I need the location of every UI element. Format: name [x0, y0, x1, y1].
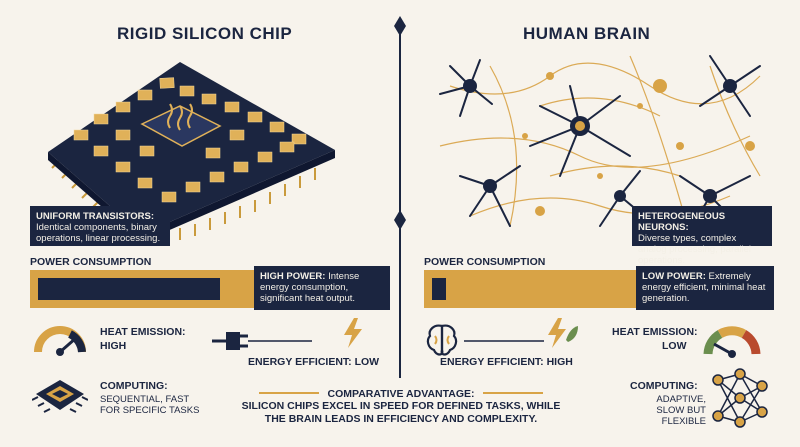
right-desc-title: HETEROGENEOUS NEURONS:: [638, 211, 726, 233]
comparative-title: COMPARATIVE ADVANTAGE:: [327, 388, 475, 400]
left-title: RIGID SILICON CHIP: [117, 24, 293, 43]
left-computing-title: COMPUTING:: [100, 380, 168, 392]
left-computing-text: SEQUENTIAL, FAST FOR SPECIFIC TASKS: [100, 394, 200, 416]
right-computing-title: COMPUTING:: [630, 380, 698, 392]
center-divider: [394, 16, 406, 432]
comparative-advantage-box: COMPARATIVE ADVANTAGE: SILICON CHIPS EXC…: [232, 378, 570, 434]
left-heat-gauge-icon: [34, 326, 86, 356]
brain-icon: [426, 324, 458, 356]
leaf-lightning-icon: [548, 318, 578, 348]
comparative-title-wrap: COMPARATIVE ADVANTAGE:: [232, 384, 570, 402]
comparative-text: SILICON CHIPS EXCEL IN SPEED FOR DEFINED…: [241, 400, 561, 425]
right-description-box: HETEROGENEOUS NEURONS: Diverse types, co…: [632, 206, 772, 266]
left-heat-value: HIGH: [100, 340, 127, 352]
right-power-box-title: LOW POWER:: [642, 271, 706, 282]
left-power-box-text: Intense energy consumption, significant …: [260, 271, 360, 304]
right-power-label: POWER CONSUMPTION: [424, 256, 546, 268]
right-heat-value: LOW: [662, 340, 687, 352]
plug-icon: [212, 332, 312, 350]
comparative-title-line-right: [482, 391, 543, 394]
right-power-box-text: Extremely energy efficient, minimal heat…: [642, 271, 766, 304]
left-desc-text: Identical components, binary operations,…: [36, 222, 161, 244]
right-energy: ENERGY EFFICIENT: HIGH: [440, 356, 573, 368]
right-heat-title: HEAT EMISSION:: [612, 326, 698, 338]
right-title: HUMAN BRAIN: [523, 24, 651, 43]
left-desc-title: UNIFORM TRANSISTORS:: [36, 211, 155, 222]
left-power-box: HIGH POWER: Intense energy consumption, …: [254, 266, 390, 310]
cpu-icon: [32, 380, 88, 413]
left-power-bar-fill: [38, 278, 220, 300]
network-icon: [712, 368, 768, 428]
left-power-box-title: HIGH POWER:: [260, 271, 326, 282]
right-power-box: LOW POWER: Extremely energy efficient, m…: [636, 266, 774, 310]
lightning-icon: [344, 318, 362, 348]
left-power-label: POWER CONSUMPTION: [30, 256, 152, 268]
right-plug-line: [464, 340, 544, 342]
comparative-title-line-left: [259, 391, 320, 394]
left-heat-title: HEAT EMISSION:: [100, 326, 186, 338]
right-computing-text: ADAPTIVE, SLOW BUT FLEXIBLE: [656, 394, 706, 427]
left-energy: ENERGY EFFICIENT: LOW: [248, 356, 380, 368]
right-heat-gauge-icon: [703, 326, 761, 358]
right-power-bar-fill: [432, 278, 446, 300]
left-description-box: UNIFORM TRANSISTORS: Identical component…: [30, 206, 170, 246]
right-desc-text: Diverse types, complex analog processing…: [638, 233, 752, 266]
